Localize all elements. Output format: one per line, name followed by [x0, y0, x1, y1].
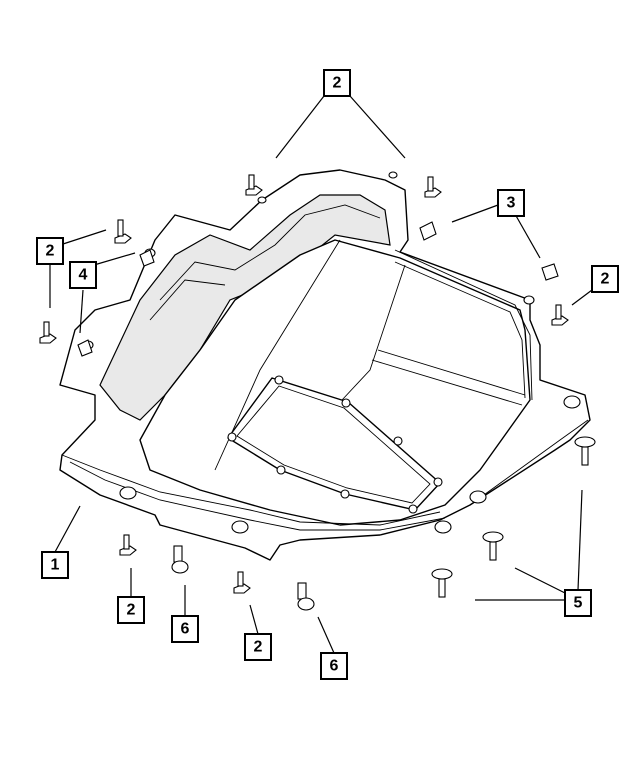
bolt-right — [551, 304, 569, 326]
callout-3: 3 — [497, 189, 525, 217]
skid-plate-shield — [59, 169, 591, 561]
callout-1: 1 — [41, 551, 69, 579]
clip-nut-a — [419, 221, 437, 241]
callout-2-right-label: 2 — [601, 271, 610, 288]
bolt-left-upper — [114, 219, 132, 244]
callout-1-label: 1 — [51, 557, 60, 574]
callout-6-b-label: 6 — [330, 658, 339, 675]
callout-4: 4 — [69, 261, 97, 289]
callout-4-label: 4 — [79, 267, 88, 284]
callout-3-label: 3 — [507, 195, 516, 212]
callout-2-top: 2 — [323, 69, 351, 97]
callout-2-bottom-b-label: 2 — [254, 639, 263, 656]
callout-6-a: 6 — [171, 615, 199, 643]
bolt-left-lower — [39, 321, 57, 344]
callout-2-bottom-a: 2 — [117, 596, 145, 624]
callout-2-top-label: 2 — [333, 75, 342, 92]
clip-nut-b — [541, 263, 559, 281]
rivet-a — [171, 545, 189, 574]
leader-lines — [49, 95, 593, 654]
callout-2-left-label: 2 — [46, 243, 55, 260]
callout-6-a-label: 6 — [181, 621, 190, 638]
callout-2-right: 2 — [591, 265, 619, 293]
push-pin-b — [482, 531, 504, 561]
bolt-bottom-a — [119, 534, 137, 556]
push-pin-a — [574, 436, 596, 466]
retainer-clip — [77, 249, 155, 357]
callout-6-b: 6 — [320, 652, 348, 680]
bolt-top-left — [245, 174, 263, 196]
callout-2-left: 2 — [36, 237, 64, 265]
callout-2-bottom-b: 2 — [244, 633, 272, 661]
callout-5: 5 — [564, 589, 592, 617]
callout-2-bottom-a-label: 2 — [127, 602, 136, 619]
bolt-bottom-b — [233, 571, 251, 594]
push-pin-c — [431, 568, 453, 598]
bolt-top-right — [424, 176, 442, 198]
rivet-b — [297, 582, 315, 611]
callout-5-label: 5 — [574, 595, 583, 612]
